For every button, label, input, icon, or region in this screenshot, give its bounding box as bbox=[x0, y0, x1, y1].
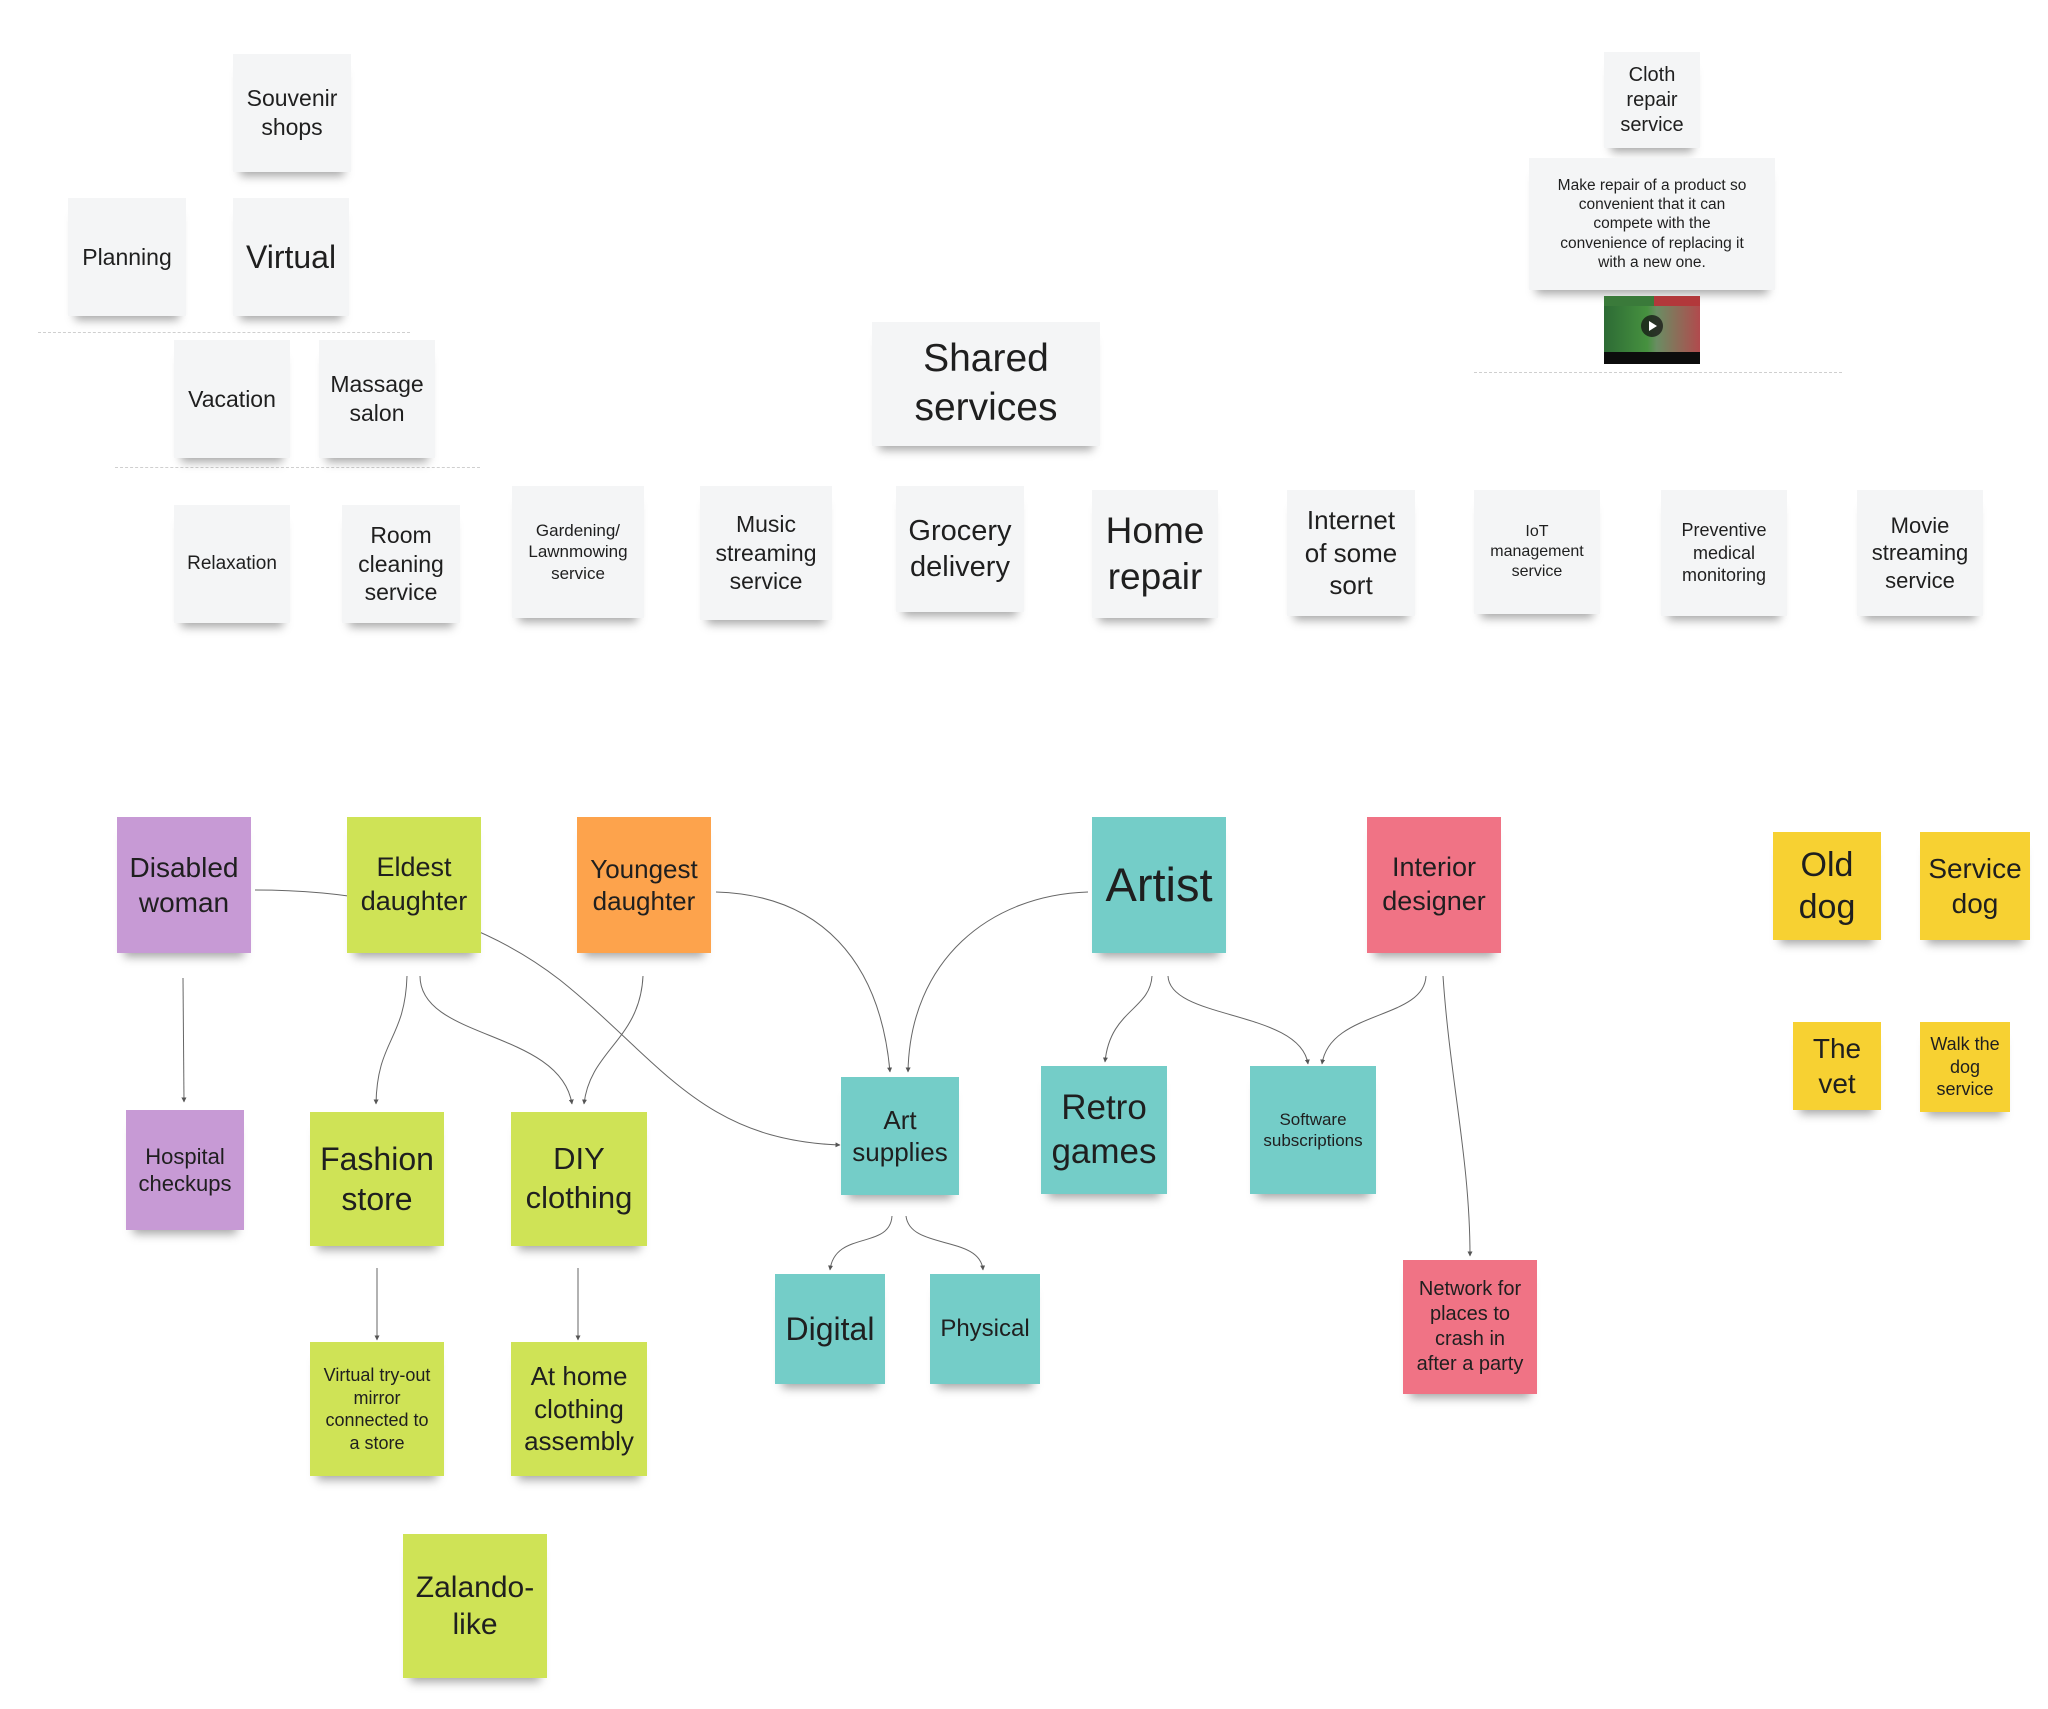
connector-youngest-to-art bbox=[715, 891, 893, 1073]
sticky-note-interior-designer[interactable]: Interior designer bbox=[1367, 817, 1501, 953]
divider-line bbox=[38, 332, 410, 333]
sticky-note-preventive-medical[interactable]: Preventive medical monitoring bbox=[1661, 490, 1787, 616]
sticky-note-virtual[interactable]: Virtual bbox=[233, 198, 349, 316]
sticky-note-massage-salon[interactable]: Massage salon bbox=[319, 340, 435, 458]
connector-eldest-to-fashion bbox=[373, 975, 408, 1105]
sticky-note-digital[interactable]: Digital bbox=[775, 1274, 885, 1384]
sticky-note-old-dog[interactable]: Old dog bbox=[1773, 832, 1881, 940]
sticky-note-iot-management[interactable]: IoT management service bbox=[1474, 490, 1600, 614]
connector-artist-to-software bbox=[1167, 975, 1310, 1065]
sticky-note-the-vet[interactable]: The vet bbox=[1793, 1022, 1881, 1110]
connector-disabled-to-art bbox=[254, 889, 841, 1148]
sticky-note-home-repair[interactable]: Home repair bbox=[1092, 490, 1218, 618]
sticky-note-youngest-daughter[interactable]: Youngest daughter bbox=[577, 817, 711, 953]
sticky-note-fashion-store[interactable]: Fashion store bbox=[310, 1112, 444, 1246]
sticky-note-diy-clothing[interactable]: DIY clothing bbox=[511, 1112, 647, 1246]
sticky-note-disabled-woman[interactable]: Disabled woman bbox=[117, 817, 251, 953]
sticky-note-network-crash[interactable]: Network for places to crash in after a p… bbox=[1403, 1260, 1537, 1394]
sticky-note-software-subscriptions[interactable]: Software subscriptions bbox=[1250, 1066, 1376, 1194]
connector-artist-to-retro bbox=[1102, 975, 1153, 1063]
sticky-note-souvenir-shops[interactable]: Souvenir shops bbox=[233, 54, 351, 172]
sticky-note-zalando-like[interactable]: Zalando- like bbox=[403, 1534, 547, 1678]
divider-line bbox=[1474, 372, 1842, 373]
sticky-note-shared-services[interactable]: Shared services bbox=[872, 322, 1100, 446]
sticky-note-cloth-repair-description[interactable]: Make repair of a product so convenient t… bbox=[1529, 158, 1775, 290]
sticky-note-virtual-tryout-mirror[interactable]: Virtual try-out mirror connected to a st… bbox=[310, 1342, 444, 1476]
sticky-note-at-home-assembly[interactable]: At home clothing assembly bbox=[511, 1342, 647, 1476]
connector-eldest-to-diy bbox=[419, 975, 574, 1105]
sticky-note-movie-streaming[interactable]: Movie streaming service bbox=[1857, 490, 1983, 616]
sticky-note-vacation[interactable]: Vacation bbox=[174, 340, 290, 458]
sticky-note-planning[interactable]: Planning bbox=[68, 198, 186, 316]
sticky-note-service-dog[interactable]: Service dog bbox=[1920, 832, 2030, 940]
sticky-note-eldest-daughter[interactable]: Eldest daughter bbox=[347, 817, 481, 953]
sticky-note-music-streaming[interactable]: Music streaming service bbox=[700, 486, 832, 620]
play-icon[interactable] bbox=[1641, 314, 1663, 337]
sticky-note-relaxation[interactable]: Relaxation bbox=[174, 505, 290, 623]
connector-youngest-to-diy bbox=[582, 975, 644, 1105]
sticky-note-art-supplies[interactable]: Art supplies bbox=[841, 1077, 959, 1195]
sticky-note-grocery-delivery[interactable]: Grocery delivery bbox=[896, 486, 1024, 612]
video-thumbnail[interactable] bbox=[1604, 296, 1700, 364]
sticky-note-walk-the-dog[interactable]: Walk the dog service bbox=[1920, 1022, 2010, 1112]
sticky-note-internet[interactable]: Internet of some sort bbox=[1287, 490, 1415, 616]
sticky-note-hospital-checkups[interactable]: Hospital checkups bbox=[126, 1110, 244, 1230]
sticky-note-cloth-repair[interactable]: Cloth repair service bbox=[1604, 52, 1700, 148]
connector-designer-to-software bbox=[1320, 975, 1427, 1065]
connector-art-to-digital bbox=[828, 1215, 893, 1271]
sticky-note-gardening[interactable]: Gardening/ Lawnmowing service bbox=[512, 486, 644, 618]
sticky-note-room-cleaning[interactable]: Room cleaning service bbox=[342, 505, 460, 623]
connector-art-to-physical bbox=[905, 1215, 986, 1271]
sticky-note-artist[interactable]: Artist bbox=[1092, 817, 1226, 953]
connector-designer-to-network bbox=[1442, 975, 1473, 1257]
connector-artist-to-art bbox=[905, 891, 1089, 1073]
connector-disabled-to-hospital bbox=[181, 977, 187, 1103]
sticky-note-physical[interactable]: Physical bbox=[930, 1274, 1040, 1384]
sticky-note-retro-games[interactable]: Retro games bbox=[1041, 1066, 1167, 1194]
divider-line bbox=[115, 467, 480, 468]
